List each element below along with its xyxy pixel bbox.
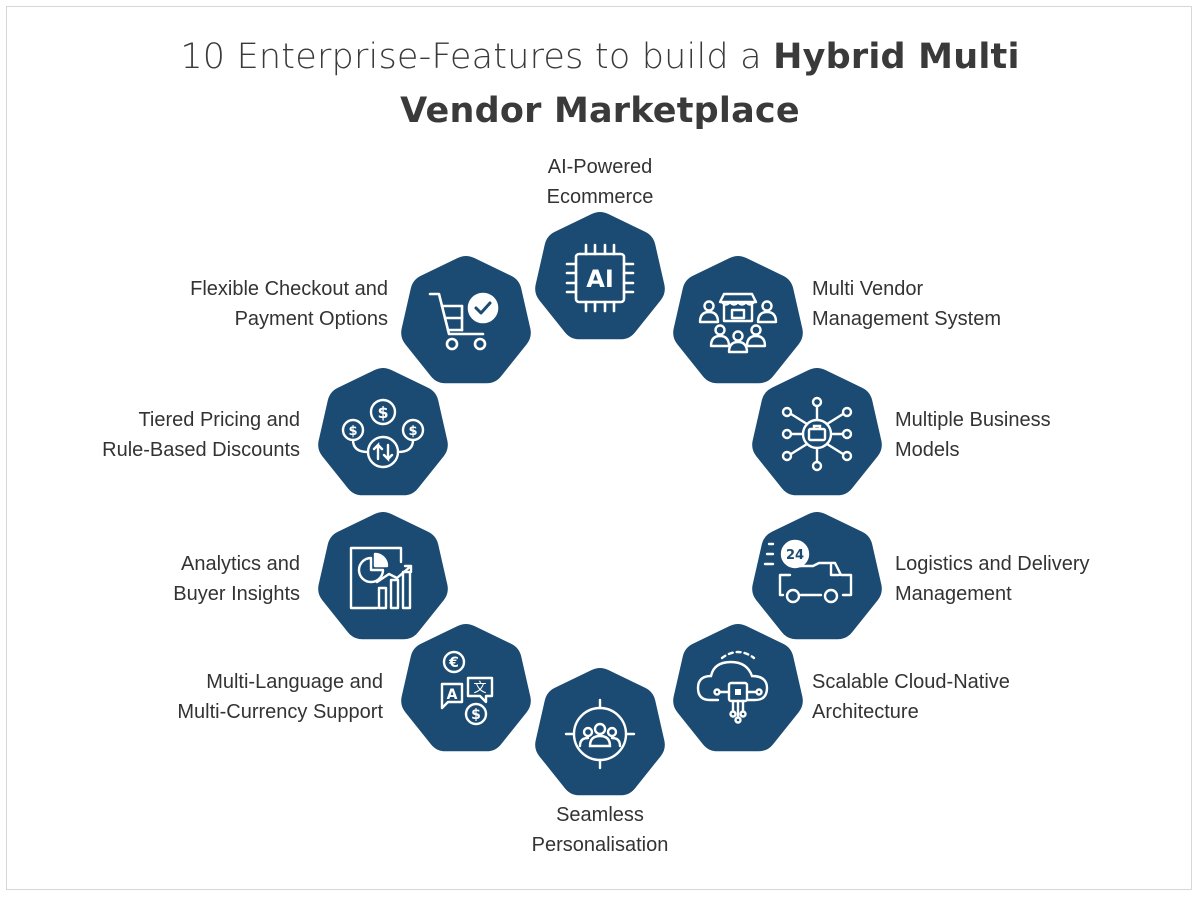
briefcase-network-icon	[781, 396, 853, 472]
label-line: Architecture	[812, 701, 919, 723]
hexagon-shape	[318, 367, 448, 496]
page-title-line-1: 10 Enterprise-Features to build a Hybrid…	[0, 40, 1200, 75]
hexagon-shape	[535, 667, 665, 796]
label-line: Buyer Insights	[173, 583, 300, 605]
label-line: Seamless	[556, 804, 644, 826]
label-line: Models	[895, 439, 960, 461]
feature-hexagon-cloud	[673, 623, 803, 752]
label-line: Analytics and	[181, 553, 300, 575]
tiered-pricing-icon: $ $ $	[341, 398, 425, 469]
language-currency-icon: € 文 A $	[440, 650, 494, 726]
target-users-icon	[564, 698, 636, 770]
feature-hexagon-ai: AI	[535, 211, 665, 340]
label-line: Logistics and Delivery	[895, 553, 1090, 575]
label-line: Flexible Checkout and	[190, 278, 388, 300]
ai-chip-icon: AI	[565, 243, 635, 313]
feature-label-business-models: Multiple Business Models	[895, 405, 1051, 465]
hexagon-shape	[673, 255, 803, 384]
hexagon-shape	[752, 367, 882, 496]
feature-hexagon-logistics: 24	[752, 511, 882, 640]
image-border	[6, 6, 1192, 890]
feature-hexagon-business-models	[752, 367, 882, 496]
label-line: Multi-Language and	[206, 671, 383, 693]
label-line: Multi-Currency Support	[177, 701, 383, 723]
hexagon-shape	[318, 511, 448, 640]
hexagon-shape	[401, 255, 531, 384]
label-line: Rule-Based Discounts	[102, 439, 300, 461]
title-bold: Hybrid Multi	[773, 37, 1020, 77]
ai-chip-text: AI	[586, 265, 614, 293]
chinese-char: 文	[473, 681, 486, 696]
page-title-line-2: Vendor Marketplace	[0, 94, 1200, 129]
feature-hexagon-tiered-pricing: $ $ $	[318, 367, 448, 496]
vendor-store-people-icon	[698, 292, 778, 354]
feature-hexagon-checkout	[401, 255, 531, 384]
feature-label-ai-powered: AI-Powered Ecommerce	[500, 152, 700, 212]
label-line: Ecommerce	[546, 186, 654, 208]
hexagon-shape	[752, 511, 882, 640]
hexagon-shape	[673, 623, 803, 752]
latin-a-char: A	[447, 687, 458, 703]
dollar-symbol: $	[471, 707, 481, 723]
delivery-24-text: 24	[786, 548, 804, 563]
title-bold-line-2: Vendor Marketplace	[400, 91, 800, 131]
feature-label-personalisation: Seamless Personalisation	[480, 800, 720, 860]
feature-label-analytics: Analytics and Buyer Insights	[173, 549, 300, 609]
label-line: Management System	[812, 308, 1001, 330]
dollar-top: $	[377, 403, 388, 422]
feature-label-multi-vendor: Multi Vendor Management System	[812, 274, 1001, 334]
dollar-right: $	[408, 424, 417, 439]
cloud-circuit-icon	[696, 650, 769, 724]
label-line: Multi Vendor	[812, 278, 924, 300]
label-line: Multiple Business	[895, 409, 1051, 431]
dollar-left: $	[348, 424, 357, 439]
feature-hexagon-personalisation	[535, 667, 665, 796]
delivery-truck-24-icon: 24	[763, 539, 853, 604]
title-regular: 10 Enterprise-Features to build a	[180, 37, 774, 77]
feature-hexagon-multi-vendor	[673, 255, 803, 384]
euro-symbol: €	[448, 655, 459, 671]
label-line: Personalisation	[531, 834, 669, 856]
feature-label-cloud: Scalable Cloud-Native Architecture	[812, 667, 1010, 727]
feature-label-tiered-pricing: Tiered Pricing and Rule-Based Discounts	[102, 405, 300, 465]
hexagon-shape	[535, 211, 665, 340]
label-line: Payment Options	[234, 308, 388, 330]
feature-label-multi-language: Multi-Language and Multi-Currency Suppor…	[177, 667, 383, 727]
hexagon-shape	[401, 623, 531, 752]
feature-hexagon-analytics	[318, 511, 448, 640]
feature-label-checkout: Flexible Checkout and Payment Options	[190, 274, 388, 334]
label-line: Tiered Pricing and	[138, 409, 300, 431]
cart-check-icon	[428, 292, 499, 351]
feature-label-logistics: Logistics and Delivery Management	[895, 549, 1090, 609]
label-line: AI-Powered	[547, 156, 653, 178]
label-line: Management	[895, 583, 1012, 605]
feature-hexagon-multi-language: € 文 A $	[401, 623, 531, 752]
label-line: Scalable Cloud-Native	[812, 671, 1010, 693]
analytics-report-icon	[349, 546, 413, 610]
